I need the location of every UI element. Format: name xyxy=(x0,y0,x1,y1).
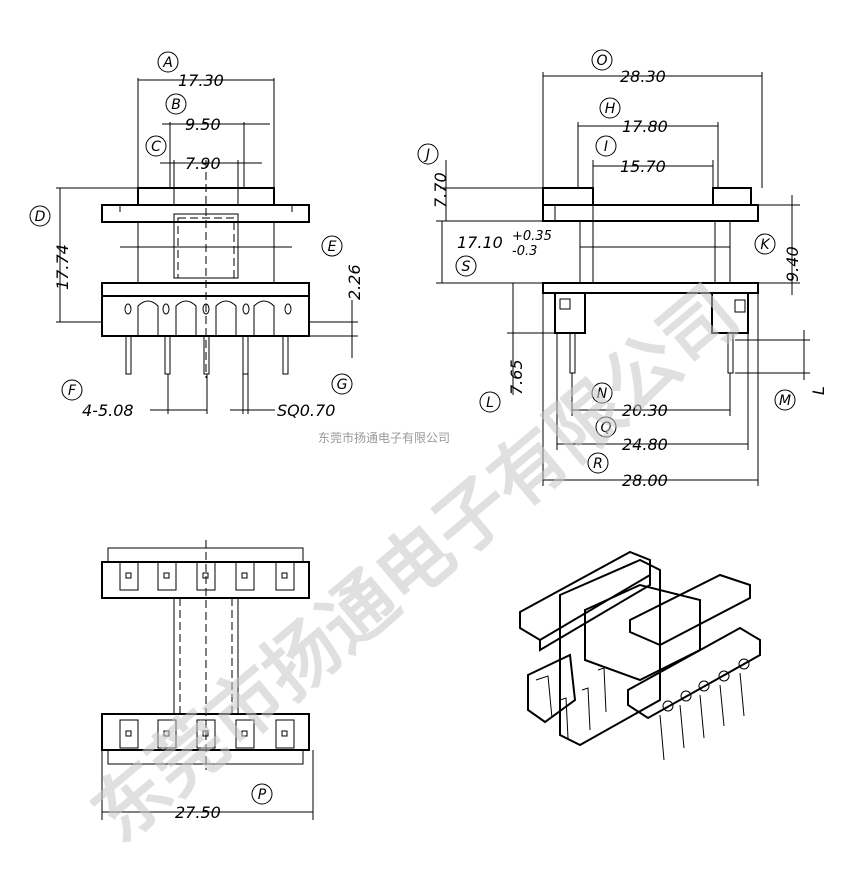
label-K: K xyxy=(760,237,771,253)
dim-J: 7.70 xyxy=(431,172,450,208)
label-G: G xyxy=(337,377,348,393)
front-pin xyxy=(125,335,132,375)
dim-Q: 24.80 xyxy=(622,435,668,454)
side-top-plate xyxy=(542,204,759,222)
watermark-large: 东莞市扬通电子有限公司 xyxy=(76,270,755,859)
label-S: S xyxy=(462,259,471,275)
label-H: H xyxy=(605,101,616,117)
label-F: F xyxy=(68,383,77,399)
dim-K: 9.40 xyxy=(783,246,802,282)
dim-E: 2.26 xyxy=(345,264,364,300)
dim-L: 7.65 xyxy=(507,359,526,395)
dim-S: 17.10 xyxy=(457,233,503,252)
label-Q: Q xyxy=(600,420,611,436)
label-J: J xyxy=(423,147,430,163)
front-pin xyxy=(164,335,171,375)
top-view-pins xyxy=(119,561,295,749)
dim-F: 4-5.08 xyxy=(82,401,134,420)
front-view: A 17.30 B 9.50 C 7.90 D 17.74 E 2.26 xyxy=(29,51,364,420)
dim-N: 20.30 xyxy=(622,401,668,420)
label-M: M xyxy=(779,393,791,409)
side-view: O 28.30 H 17.80 I 15.70 J 7.70 S 17.10 +… xyxy=(417,49,828,490)
dim-O: 28.30 xyxy=(620,67,666,86)
watermark-small: 东莞市扬通电子有限公司 xyxy=(318,430,450,445)
dim-P: 27.50 xyxy=(175,803,221,822)
side-bottom-plate xyxy=(542,282,759,294)
label-I: I xyxy=(604,139,608,155)
label-L: L xyxy=(486,395,494,411)
dim-D: 17.74 xyxy=(53,244,72,290)
dim-R: 28.00 xyxy=(622,471,668,490)
label-O: O xyxy=(596,53,607,69)
dim-M: L xyxy=(809,386,828,395)
label-E: E xyxy=(328,239,337,255)
front-pin xyxy=(242,335,249,375)
label-C: C xyxy=(151,139,161,155)
label-A: A xyxy=(162,55,173,71)
dim-S-plus: +0.35 xyxy=(512,229,552,244)
dim-C: 7.90 xyxy=(185,154,221,173)
dim-S-minus: -0.3 xyxy=(512,244,537,259)
dim-I: 15.70 xyxy=(620,157,666,176)
label-R: R xyxy=(593,456,603,472)
label-D: D xyxy=(35,209,46,225)
top-view: P 27.50 xyxy=(101,540,314,822)
isometric-view xyxy=(519,550,761,761)
label-P: P xyxy=(258,787,267,803)
label-B: B xyxy=(171,97,181,113)
dim-A: 17.30 xyxy=(178,71,224,90)
front-pin xyxy=(282,335,289,375)
dim-H: 17.80 xyxy=(622,117,668,136)
dim-G: SQ0.70 xyxy=(277,401,335,420)
label-N: N xyxy=(597,386,608,402)
dim-B: 9.50 xyxy=(185,115,221,134)
